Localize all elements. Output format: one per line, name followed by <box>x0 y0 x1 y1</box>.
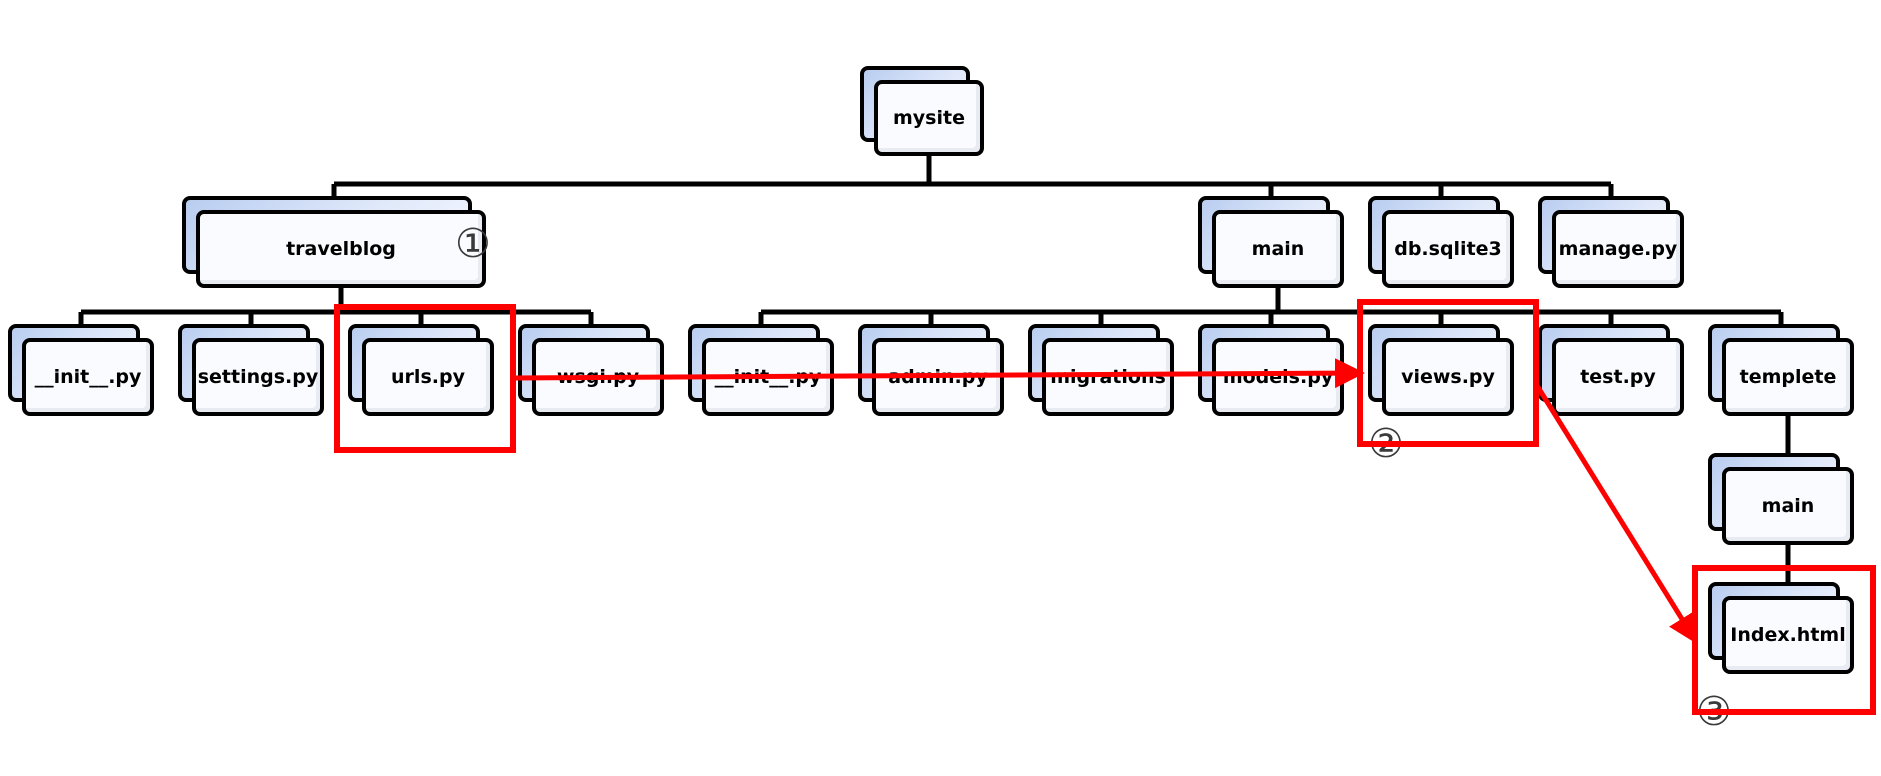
node-front-card: models.py <box>1212 338 1344 416</box>
node-settings: settings.py <box>178 324 324 416</box>
flow-arrow-urls-to-views <box>512 358 1365 389</box>
node-models: models.py <box>1198 324 1344 416</box>
node-label: __init__.py <box>34 366 142 388</box>
highlight-box-urls <box>334 304 516 453</box>
node-front-card: main <box>1212 210 1344 288</box>
node-migrations: migrations <box>1028 324 1174 416</box>
node-label: main <box>1761 495 1815 517</box>
node-main_init: __init__.py <box>688 324 834 416</box>
node-test: test.py <box>1538 324 1684 416</box>
node-front-card: main <box>1722 467 1854 545</box>
node-label: manage.py <box>1558 238 1678 260</box>
step-number-1: ① <box>455 221 491 267</box>
node-main: main <box>1198 196 1344 288</box>
node-mysite: mysite <box>860 66 984 156</box>
node-front-card: mysite <box>874 80 984 156</box>
node-label: migrations <box>1050 366 1166 388</box>
node-label: views.py <box>1401 366 1495 388</box>
node-label: urls.py <box>391 366 465 388</box>
node-label: templete <box>1739 366 1837 388</box>
node-front-card: manage.py <box>1552 210 1684 288</box>
node-travelblog: travelblog <box>182 196 486 288</box>
node-manage: manage.py <box>1538 196 1684 288</box>
node-label: travelblog <box>286 238 396 260</box>
node-tb_init: __init__.py <box>8 324 154 416</box>
node-front-card: urls.py <box>362 338 494 416</box>
node-label: mysite <box>893 107 965 129</box>
node-front-card: templete <box>1722 338 1854 416</box>
flow-arrow-views-to-index <box>1533 382 1698 645</box>
node-label: Index.html <box>1730 624 1846 646</box>
highlight-box-views <box>1357 299 1539 447</box>
node-urls: urls.py <box>348 324 494 416</box>
node-admin: admin.py <box>858 324 1004 416</box>
node-db: db.sqlite3 <box>1368 196 1514 288</box>
node-front-card: settings.py <box>192 338 324 416</box>
node-front-card: views.py <box>1382 338 1514 416</box>
node-templete: templete <box>1708 324 1854 416</box>
node-label: settings.py <box>197 366 319 388</box>
node-front-card: test.py <box>1552 338 1684 416</box>
node-front-card: travelblog <box>196 210 486 288</box>
node-front-card: __init__.py <box>22 338 154 416</box>
node-index: Index.html <box>1708 582 1854 674</box>
node-front-card: Index.html <box>1722 596 1854 674</box>
highlight-box-index <box>1692 565 1876 715</box>
node-tmain: main <box>1708 453 1854 545</box>
node-views: views.py <box>1368 324 1514 416</box>
node-front-card: migrations <box>1042 338 1174 416</box>
node-label: db.sqlite3 <box>1394 238 1502 260</box>
node-label: test.py <box>1580 366 1656 388</box>
node-label: main <box>1251 238 1305 260</box>
node-front-card: db.sqlite3 <box>1382 210 1514 288</box>
